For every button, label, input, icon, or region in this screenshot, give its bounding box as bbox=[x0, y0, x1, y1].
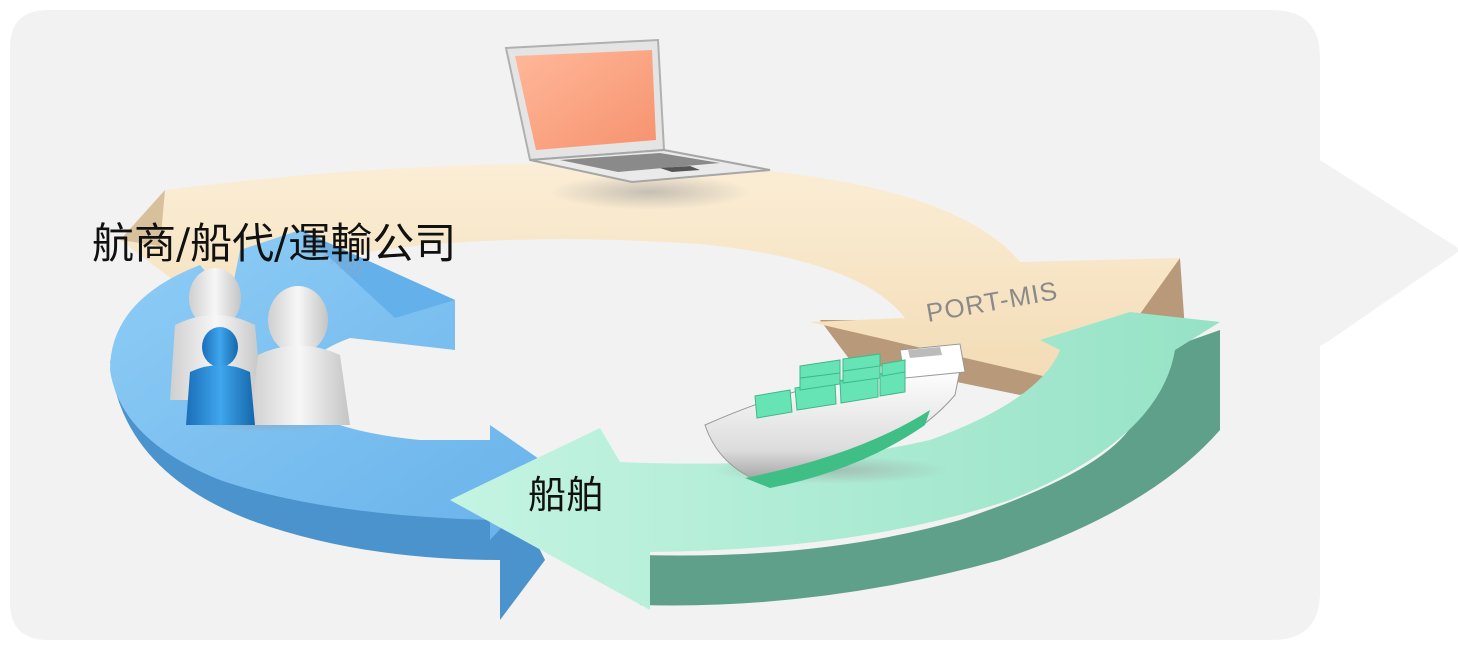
users-icon bbox=[170, 268, 350, 432]
laptop-icon bbox=[504, 38, 771, 210]
label-shipping-companies: 航商/船代/運輸公司 bbox=[92, 219, 456, 268]
label-ship: 船舶 bbox=[528, 473, 604, 517]
container-ship-icon bbox=[704, 343, 966, 488]
